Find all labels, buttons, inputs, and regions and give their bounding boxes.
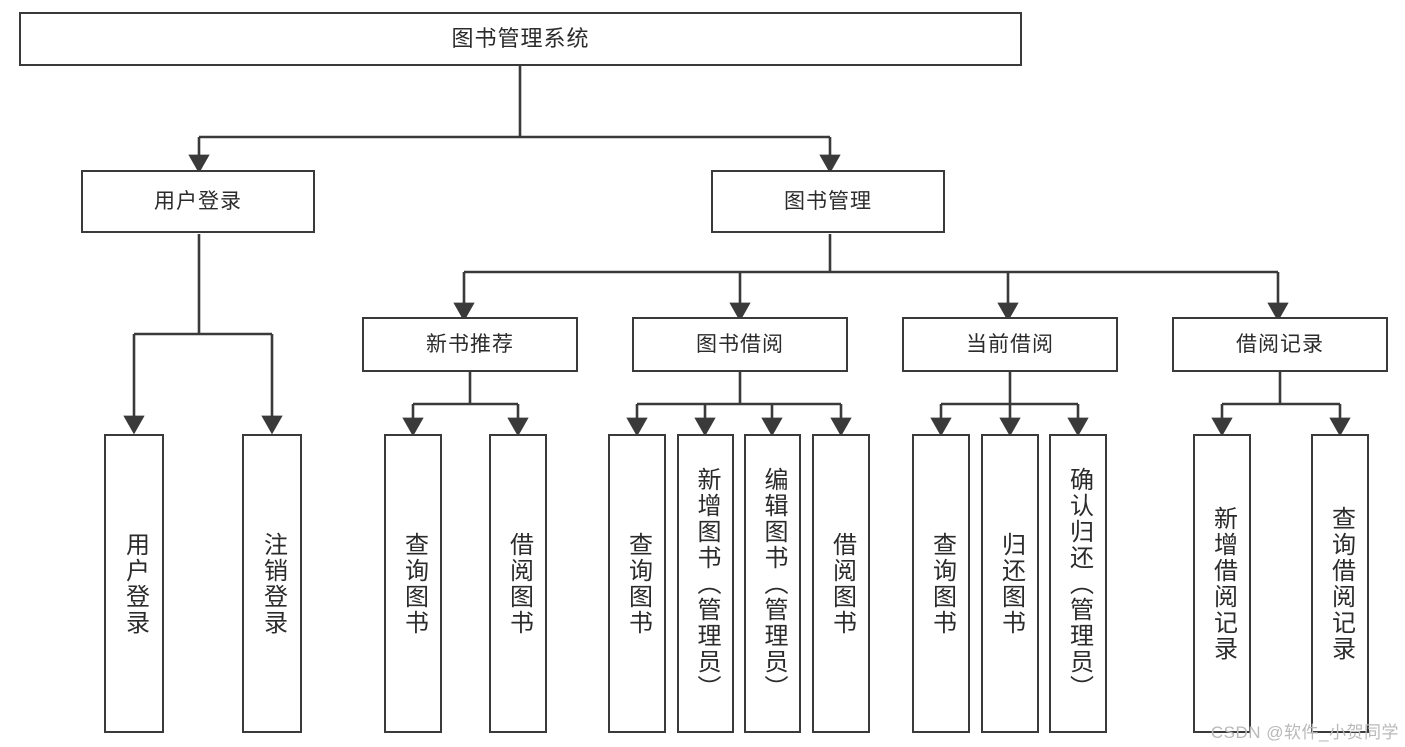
leaf-current-borrow-query-label: 查询图书 — [928, 531, 956, 636]
leaf-new-book-query[interactable]: 查询图书 — [384, 434, 442, 733]
leaf-current-borrow-return-label: 归还图书 — [997, 531, 1025, 636]
leaf-book-borrow-borrow-label: 借阅图书 — [828, 531, 856, 636]
leaf-current-borrow-confirm[interactable]: 确认归还（管理员） — [1049, 434, 1107, 733]
node-new-book-recommend-label: 新书推荐 — [426, 332, 514, 356]
leaf-book-borrow-query[interactable]: 查询图书 — [608, 434, 666, 733]
node-user-login-label: 用户登录 — [154, 189, 242, 213]
node-current-borrow-label: 当前借阅 — [966, 332, 1054, 356]
leaf-book-borrow-add[interactable]: 新增图书（管理员） — [677, 434, 734, 733]
leaf-new-book-borrow-label: 借阅图书 — [505, 531, 533, 636]
leaf-book-borrow-borrow[interactable]: 借阅图书 — [812, 434, 870, 733]
node-root-label: 图书管理系统 — [451, 25, 590, 51]
leaf-new-book-borrow[interactable]: 借阅图书 — [489, 434, 547, 733]
leaf-book-borrow-edit-label: 编辑图书（管理员） — [759, 466, 787, 701]
leaf-book-borrow-add-label: 新增图书（管理员） — [692, 466, 720, 701]
node-new-book-recommend[interactable]: 新书推荐 — [362, 317, 578, 372]
leaf-user-login-signin-label: 用户登录 — [121, 531, 149, 636]
leaf-new-book-query-label: 查询图书 — [400, 531, 428, 636]
node-user-login[interactable]: 用户登录 — [81, 170, 315, 233]
leaf-book-borrow-query-label: 查询图书 — [624, 531, 652, 636]
leaf-borrow-record-query[interactable]: 查询借阅记录 — [1311, 434, 1369, 733]
node-book-management[interactable]: 图书管理 — [711, 170, 945, 233]
node-borrow-record-label: 借阅记录 — [1236, 332, 1324, 356]
leaf-current-borrow-confirm-label: 确认归还（管理员） — [1065, 466, 1093, 701]
leaf-user-login-signout[interactable]: 注销登录 — [242, 434, 302, 733]
node-book-management-label: 图书管理 — [784, 189, 872, 213]
leaf-borrow-record-add-label: 新增借阅记录 — [1209, 505, 1237, 662]
leaf-borrow-record-add[interactable]: 新增借阅记录 — [1193, 434, 1251, 733]
csdn-watermark: CSDN @软件_小贺同学 — [1210, 723, 1399, 742]
leaf-current-borrow-return[interactable]: 归还图书 — [981, 434, 1039, 733]
node-current-borrow[interactable]: 当前借阅 — [902, 317, 1118, 372]
leaf-book-borrow-edit[interactable]: 编辑图书（管理员） — [744, 434, 801, 733]
leaf-borrow-record-query-label: 查询借阅记录 — [1327, 505, 1355, 662]
leaf-current-borrow-query[interactable]: 查询图书 — [912, 434, 970, 733]
node-root[interactable]: 图书管理系统 — [19, 12, 1022, 66]
node-book-borrow[interactable]: 图书借阅 — [632, 317, 848, 372]
leaf-user-login-signout-label: 注销登录 — [259, 531, 287, 636]
node-book-borrow-label: 图书借阅 — [696, 332, 784, 356]
leaf-user-login-signin[interactable]: 用户登录 — [104, 434, 164, 733]
node-borrow-record[interactable]: 借阅记录 — [1172, 317, 1388, 372]
